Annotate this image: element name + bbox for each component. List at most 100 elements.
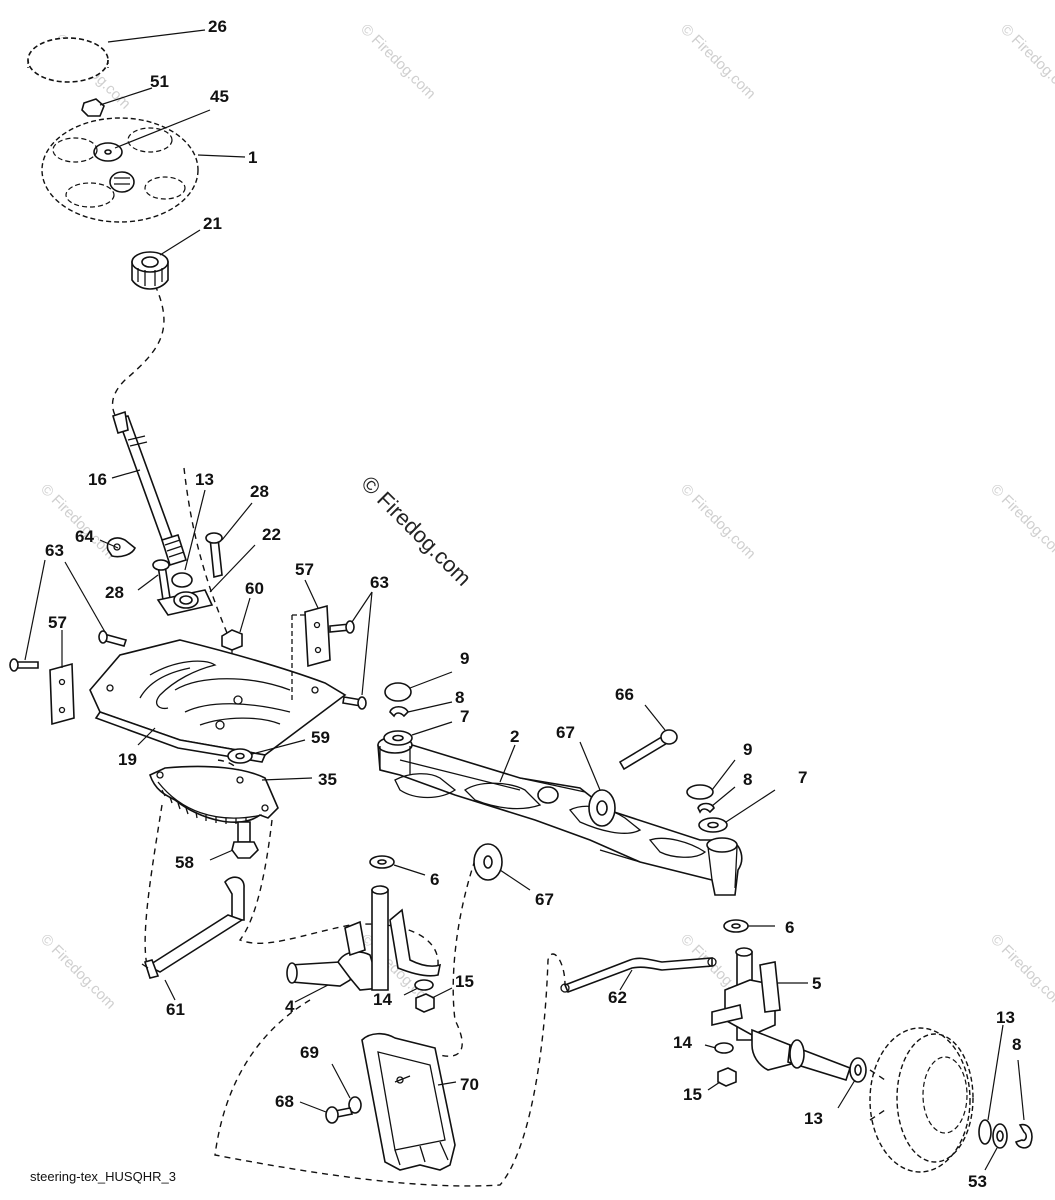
callout-label: 63 (45, 541, 64, 560)
callout-label: 66 (615, 685, 634, 704)
callout-label: 61 (166, 1000, 185, 1019)
part-63-bolt-left-outer (9, 559, 46, 672)
part-21-adapter (131, 229, 201, 290)
part-7-bushing-left (383, 721, 453, 746)
part-62-tie-rod (560, 957, 717, 994)
callout-label: 63 (370, 573, 389, 592)
callout-label: 67 (535, 890, 554, 909)
callout-label: 69 (300, 1043, 319, 1062)
callout-label: 15 (683, 1085, 702, 1104)
part-26-cap (27, 29, 206, 83)
callout-label: 19 (118, 750, 137, 769)
part-8-clip-right (697, 786, 736, 814)
callout-label: 2 (510, 727, 519, 746)
callout-label: 62 (608, 988, 627, 1007)
part-63-bolt-right-lower (342, 591, 373, 710)
part-58-bolt (209, 821, 259, 861)
front-wheel (869, 1027, 974, 1173)
dashed-connectors (111, 284, 566, 1187)
callout-label: 14 (673, 1033, 692, 1052)
part-4-spindle-left (286, 885, 442, 1003)
part-68-screw (299, 1101, 354, 1124)
watermark: © Firedog.com (677, 481, 759, 563)
callout-label: 8 (743, 770, 752, 789)
callout-label: 5 (812, 974, 821, 993)
callout-label: 51 (150, 72, 169, 91)
part-6-washer-left (369, 855, 426, 876)
callout-label: 16 (88, 470, 107, 489)
watermark: © Firedog.com (357, 21, 439, 103)
callout-label: 60 (245, 579, 264, 598)
watermark: © Firedog.com (677, 21, 759, 103)
part-63-bolt-left-inner (64, 561, 128, 647)
callout-label: 15 (455, 972, 474, 991)
part-67-bushing-upper (579, 741, 616, 827)
part-61-drag-link (141, 876, 245, 1001)
callout-label: 58 (175, 853, 194, 872)
part-callout-labels: 26 51 45 1 21 16 13 28 64 28 22 63 57 60… (45, 17, 1021, 1191)
part-14-washer-left (403, 979, 434, 996)
callout-label: 70 (460, 1075, 479, 1094)
part-13-bushing (171, 489, 206, 588)
callout-label: 9 (743, 740, 752, 759)
part-57-bracket-left (49, 630, 75, 726)
watermark: © Firedog.com (37, 931, 119, 1013)
part-69-washer (331, 1063, 362, 1114)
part-28-bolt-lower (137, 559, 171, 602)
part-19-steering-plate (89, 639, 347, 763)
watermark: © Firedog.com (987, 481, 1055, 563)
part-70-cover (361, 1032, 457, 1171)
callout-label: 7 (798, 768, 807, 787)
callout-label: 64 (75, 527, 94, 546)
callout-label: 13 (996, 1008, 1015, 1027)
callout-label: 59 (311, 728, 330, 747)
callout-label: 13 (195, 470, 214, 489)
part-64-clip (99, 537, 136, 558)
part-15-nut-left (415, 987, 453, 1013)
callout-label: 67 (556, 723, 575, 742)
watermark: © Firedog.com (997, 21, 1055, 103)
callout-label: 8 (455, 688, 464, 707)
callout-label: 57 (48, 613, 67, 632)
part-60-nut (221, 597, 251, 665)
part-15-nut-right (707, 1067, 737, 1091)
part-66-pivot-bolt (618, 704, 678, 771)
part-57-bracket-right (291, 579, 331, 702)
callout-label: 68 (275, 1092, 294, 1111)
part-53-washer (984, 1123, 1008, 1171)
part-16-steering-shaft (111, 410, 188, 567)
callout-label: 35 (318, 770, 337, 789)
part-59-washer (227, 739, 306, 764)
part-6-washer-right (723, 919, 775, 933)
part-45-washer (93, 109, 211, 162)
callout-label: 1 (248, 148, 257, 167)
part-67-bushing-lower (473, 843, 531, 891)
part-1-steering-wheel (41, 117, 246, 223)
part-8-clip-left (389, 701, 453, 718)
callout-label: 63 (370, 573, 389, 592)
callout-label: 57 (295, 560, 314, 579)
diagram-caption: steering-tex_HUSQHR_3 (30, 1169, 176, 1184)
callout-label: 53 (968, 1172, 987, 1191)
callout-label: 9 (460, 649, 469, 668)
part-51-nut (81, 87, 153, 117)
part-14-washer-right (704, 1042, 734, 1054)
part-9-cap-right (686, 759, 736, 800)
part-13-washer-axle-end (978, 1024, 1004, 1145)
callout-label: 6 (430, 870, 439, 889)
callout-label: 28 (250, 482, 269, 501)
callout-label: 4 (285, 997, 295, 1016)
part-35-sector-gear (149, 765, 313, 824)
part-7-bushing-right (698, 789, 776, 833)
part-63-bolt-right-upper (329, 591, 373, 634)
callout-label: 28 (105, 583, 124, 602)
callout-label: 14 (373, 990, 392, 1009)
part-22-flange-bearing (156, 544, 256, 616)
callout-label: 45 (210, 87, 229, 106)
part-5-spindle-right (711, 947, 852, 1081)
callout-label: 7 (460, 707, 469, 726)
callout-label: 26 (208, 17, 227, 36)
part-9-cap-left (384, 671, 453, 702)
callout-label: 13 (804, 1109, 823, 1128)
